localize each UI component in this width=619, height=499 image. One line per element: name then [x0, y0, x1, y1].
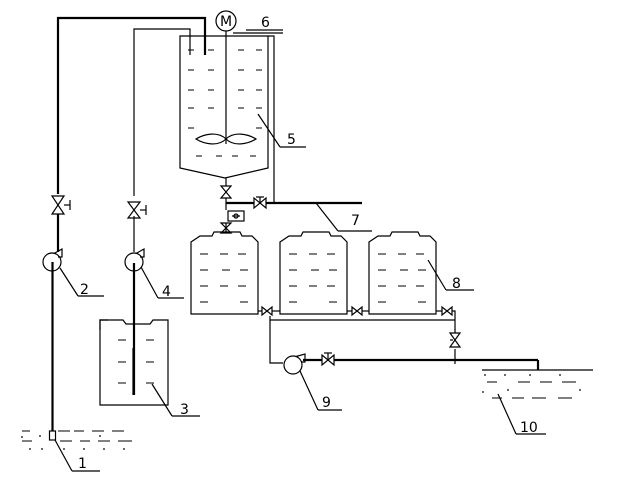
pump-icon: [42, 247, 63, 272]
valve-icon: [351, 305, 363, 317]
valve-icon: [219, 185, 233, 199]
leader-lines: [54, 29, 546, 472]
mixing-outlet-pipeline: [225, 178, 362, 232]
valve-icon: [441, 305, 453, 317]
suction-pipeline-3: [132, 28, 191, 395]
label-9: 9: [322, 395, 331, 411]
label-10: 10: [520, 420, 538, 436]
valve-icon: [219, 222, 233, 234]
water-source-left: [21, 430, 132, 450]
label-8: 8: [452, 276, 461, 292]
collector-pipeline: [258, 310, 540, 370]
label-3: 3: [180, 402, 189, 418]
valve-icon: [126, 201, 147, 219]
pump-icon: [124, 247, 145, 272]
valve-icon: [253, 196, 267, 210]
label-7: 7: [351, 213, 360, 229]
valve-icon: [321, 352, 335, 367]
intake-pipeline: [48, 16, 207, 441]
valve-icon: [448, 329, 462, 348]
motor-icon: M: [215, 10, 237, 36]
label-4: 4: [162, 284, 171, 300]
label-1: 1: [78, 456, 87, 472]
tank-group-icon: [190, 231, 437, 315]
pump-icon: [283, 353, 306, 375]
valve-icon: [50, 195, 71, 215]
intake-strainer-icon: [48, 430, 57, 441]
motor-label: M: [220, 14, 232, 30]
label-2: 2: [80, 282, 89, 298]
water-pool-icon: [482, 369, 593, 399]
label-6: 6: [261, 15, 270, 31]
label-5: 5: [287, 132, 296, 148]
valve-icon: [261, 305, 273, 317]
mixing-tank-icon: [179, 32, 283, 203]
flowmeter-icon: [227, 210, 245, 222]
